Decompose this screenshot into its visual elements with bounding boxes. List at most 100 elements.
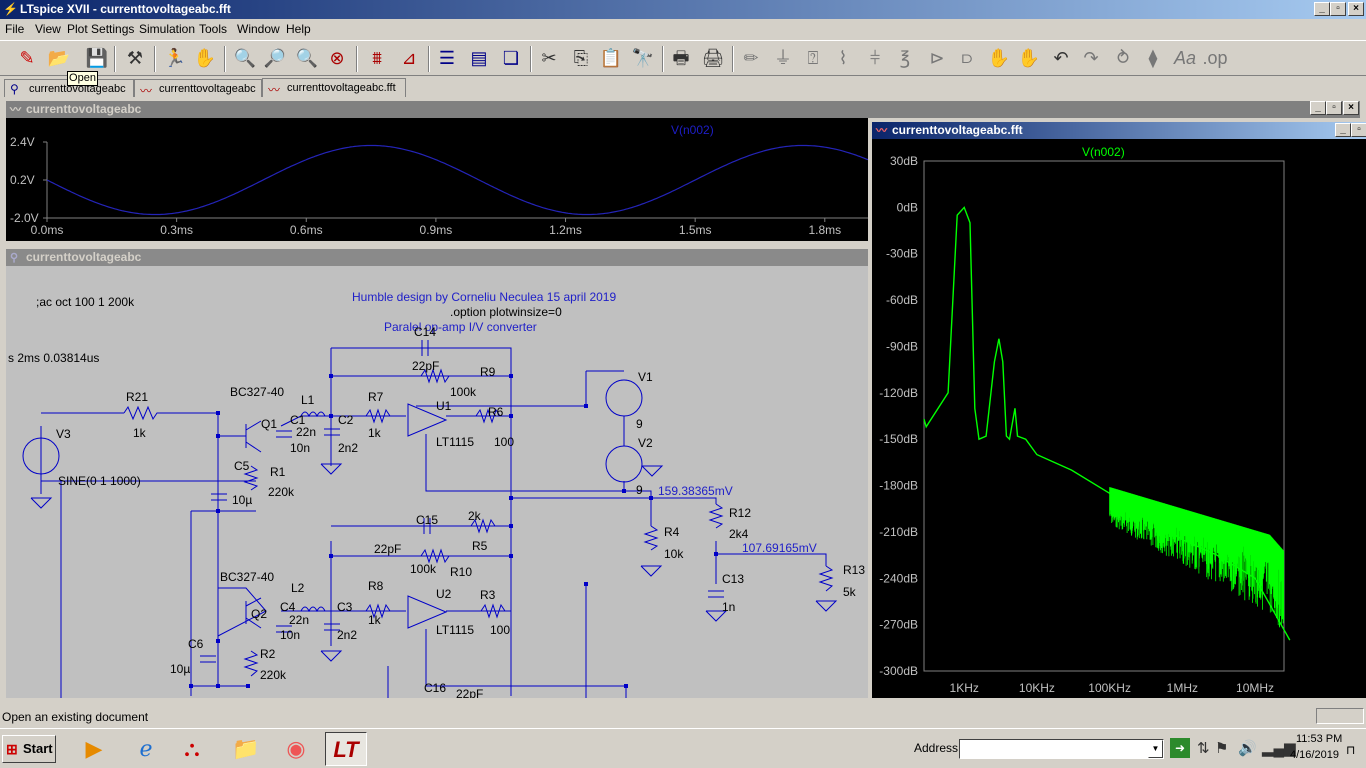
menu-plot-settings[interactable]: Plot Settings <box>67 22 135 36</box>
open-folder-icon[interactable]: 📂 <box>47 48 71 68</box>
component-label-r10v[interactable]: 100k <box>410 562 437 576</box>
menu-window[interactable]: Window <box>237 22 280 36</box>
print-icon[interactable]: 🖨 <box>701 48 725 68</box>
component-label-v2[interactable]: V2 <box>638 436 653 450</box>
component-label-r2v[interactable]: 220k <box>260 668 287 682</box>
time-trace-label[interactable]: V(n002) <box>671 123 714 137</box>
component-icon[interactable]: ⫐ <box>961 48 973 68</box>
component-label-r9[interactable]: R9 <box>480 365 496 379</box>
schematic-subtitle[interactable]: Paralel op-amp I/V converter <box>384 320 537 334</box>
component-label-u2[interactable]: U2 <box>436 587 452 601</box>
component-label-c3v[interactable]: 2n2 <box>337 628 357 642</box>
component-label-l2v[interactable]: 22n <box>289 613 309 627</box>
component-label-r12v[interactable]: 2k4 <box>729 527 749 541</box>
menu-view[interactable]: View <box>35 22 61 36</box>
component-label-c1v[interactable]: 10n <box>290 441 310 455</box>
ltspice-taskbar-icon[interactable]: LT <box>325 732 367 766</box>
time-plot-close[interactable]: × <box>1343 101 1359 115</box>
internet-explorer-icon[interactable]: ℯ <box>139 736 153 761</box>
time-plot-restore[interactable]: ▫ <box>1326 101 1342 115</box>
save-icon[interactable]: 💾 <box>85 48 109 68</box>
component-label-q1[interactable]: Q1 <box>261 417 277 431</box>
component-label-r21v[interactable]: 1k <box>133 426 147 440</box>
flag-tray-icon[interactable]: ⚑ <box>1215 740 1229 757</box>
component-label-r13[interactable]: R13 <box>843 563 865 577</box>
tab-fft[interactable]: 〰currenttovoltageabc.fft <box>262 78 406 97</box>
component-label-bc1[interactable]: BC327-40 <box>230 385 284 399</box>
component-label-c4v[interactable]: 10n <box>280 628 300 642</box>
signal-tray-icon[interactable]: ▂▄▆ <box>1262 740 1296 757</box>
volume-tray-icon[interactable]: 🔊 <box>1238 740 1257 757</box>
component-label-r2[interactable]: R2 <box>260 647 276 661</box>
ground-icon[interactable]: ⏚ <box>774 48 792 68</box>
network-tray-icon[interactable]: ⇅ <box>1197 740 1210 757</box>
capacitor-icon[interactable]: ⫩ <box>869 48 881 68</box>
maximize-button[interactable]: ▫ <box>1330 2 1346 16</box>
component-label-r12[interactable]: R12 <box>729 506 751 520</box>
zoom-out-icon[interactable]: 🔍 <box>295 48 319 68</box>
drag-icon[interactable]: ✋ <box>1017 48 1041 68</box>
component-label-v3[interactable]: V3 <box>56 427 71 441</box>
address-dropdown-button[interactable]: ▼ <box>1148 740 1163 758</box>
menu-help[interactable]: Help <box>286 22 311 36</box>
diode-icon[interactable]: ⊳ <box>929 48 945 68</box>
schematic-node-voltage-2[interactable]: 107.69165mV <box>742 541 817 555</box>
wire-icon[interactable]: ✏ <box>743 48 759 68</box>
menu-file[interactable]: File <box>5 22 25 36</box>
address-input[interactable] <box>959 739 1164 759</box>
component-label-r5v[interactable]: 2k <box>468 509 482 523</box>
component-label-v1[interactable]: V1 <box>638 370 653 384</box>
component-label-r9v[interactable]: 100k <box>450 385 477 399</box>
component-label-c13[interactable]: C13 <box>722 572 744 586</box>
component-label-r13v[interactable]: 5k <box>843 585 857 599</box>
start-button[interactable]: ⊞ Start <box>2 735 56 763</box>
schematic-node-voltage-1[interactable]: 159.38365mV <box>658 484 733 498</box>
fft-restore[interactable]: ▫ <box>1351 123 1366 137</box>
copy-icon[interactable]: ⎘ <box>573 48 589 68</box>
clock-time[interactable]: 11:53 PM <box>1296 733 1343 745</box>
component-label-r21[interactable]: R21 <box>126 390 148 404</box>
component-label-r4[interactable]: R4 <box>664 525 680 539</box>
component-label-c16v[interactable]: 22pF <box>456 687 483 698</box>
schematic-directive_tran[interactable]: s 2ms 0.03814us <box>8 351 99 365</box>
find-icon[interactable]: 🔭 <box>631 48 655 68</box>
component-label-c16[interactable]: C16 <box>424 681 446 695</box>
component-label-r7v[interactable]: 1k <box>368 426 382 440</box>
text-icon[interactable]: Aa <box>1173 48 1197 68</box>
inductor-icon[interactable]: ℥ <box>899 48 911 68</box>
component-label-c4[interactable]: C4 <box>280 600 296 614</box>
halt-icon[interactable]: ✋ <box>193 48 217 68</box>
go-arrow-icon[interactable]: ➜ <box>1170 738 1190 758</box>
zoom-in-icon[interactable]: 🔍 <box>233 48 257 68</box>
cascade-icon[interactable]: ❏ <box>502 48 520 68</box>
component-label-l1[interactable]: L1 <box>301 393 315 407</box>
schematic-option[interactable]: .option plotwinsize=0 <box>450 305 562 319</box>
autorange-icon[interactable]: ⩩ <box>372 48 382 68</box>
component-label-c13v[interactable]: 1n <box>722 600 735 614</box>
pick-visible-traces-icon[interactable]: ⊿ <box>401 48 417 68</box>
new-schematic-icon[interactable]: ✎ <box>19 48 35 68</box>
component-label-c1[interactable]: C1 <box>290 413 306 427</box>
component-label-u1v[interactable]: LT1115 <box>436 435 474 449</box>
component-label-r7[interactable]: R7 <box>368 390 384 404</box>
schematic-titlebar[interactable]: ⚲ currenttovoltageabc <box>6 249 868 266</box>
component-label-c15v[interactable]: 22pF <box>374 542 401 556</box>
component-label-c2v[interactable]: 2n2 <box>338 441 358 455</box>
zoom-fit-icon[interactable]: ⊗ <box>329 48 345 68</box>
tab-waveform[interactable]: 〰currenttovoltageabc <box>134 79 262 98</box>
zoom-pan-icon[interactable]: 🔎 <box>263 48 287 68</box>
acrobat-icon[interactable]: ⛬ <box>184 736 200 761</box>
clock-date[interactable]: 4/16/2019 <box>1290 749 1339 761</box>
component-label-v1v[interactable]: 9 <box>636 417 643 431</box>
print-preview-icon[interactable]: 🖶 <box>672 48 690 68</box>
close-button[interactable]: × <box>1348 2 1364 16</box>
resistor-icon[interactable]: ⌇ <box>838 48 848 68</box>
component-label-v3src[interactable]: SINE(0 1 1000) <box>58 474 141 488</box>
component-label-r1[interactable]: R1 <box>270 465 286 479</box>
cut-icon[interactable]: ✂ <box>541 48 557 68</box>
component-label-c15[interactable]: C15 <box>416 513 438 527</box>
component-label-r1v[interactable]: 220k <box>268 485 295 499</box>
component-label-c3[interactable]: C3 <box>337 600 353 614</box>
